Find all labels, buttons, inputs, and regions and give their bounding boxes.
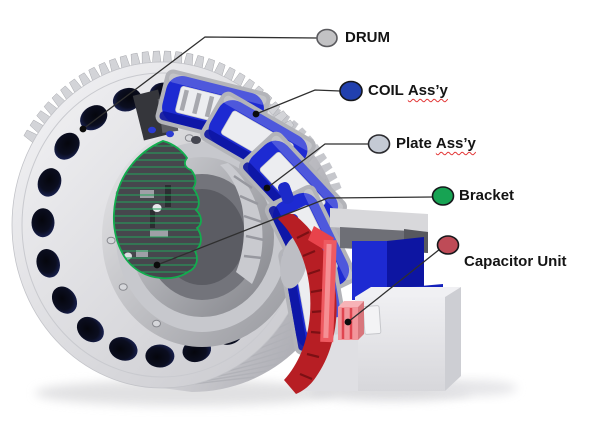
- housing-right-face: [445, 287, 461, 391]
- callout-markers: [316, 28, 460, 255]
- leader-dot-drum: [79, 125, 87, 133]
- leader-dot-coil: [252, 110, 260, 118]
- coil-winding-highlight: [168, 73, 267, 105]
- drum-hole: [36, 249, 60, 278]
- label-text: Bracket: [459, 187, 515, 204]
- callout-label-capacitor: Capacitor Unit: [464, 253, 567, 271]
- helical-groove: [236, 346, 297, 366]
- housing-back-wall: [330, 208, 428, 233]
- callout-label-bracket: Bracket: [459, 187, 514, 205]
- chrome-crescent: [220, 163, 263, 284]
- hub-bolt: [106, 236, 116, 245]
- coil-plate-fin: [204, 95, 215, 118]
- drum-hole: [37, 168, 62, 197]
- red-crescent: [278, 213, 337, 394]
- hub-bolt: [152, 319, 161, 328]
- coil-winding-highlight: [271, 135, 343, 212]
- drum-hole: [51, 286, 78, 314]
- leader-dot-plate: [263, 184, 271, 192]
- drum-hole: [109, 337, 138, 361]
- gear-tooth: [152, 50, 162, 63]
- leader-dot-capacitor: [344, 318, 352, 326]
- label-text-misspelled: Ass’y: [407, 82, 448, 99]
- gear-tooth: [183, 52, 194, 66]
- drum-hole: [145, 344, 175, 368]
- drum-hole: [80, 105, 108, 131]
- drum-bolt-holes: [31, 82, 244, 368]
- leader-bracket: [156, 196, 434, 266]
- drum-hole: [54, 132, 80, 160]
- helical-groove: [200, 370, 267, 383]
- coil-plate-fin: [192, 92, 202, 115]
- red-cut-plate-highlight: [323, 243, 332, 339]
- leader-dot-bracket: [153, 261, 161, 269]
- terminal-tab: [362, 305, 382, 335]
- callout-marker-drum: [316, 28, 338, 48]
- capacitor-side: [358, 301, 364, 340]
- label-text: Plate: [396, 135, 432, 152]
- callout-marker-plate: [367, 134, 391, 154]
- leader-dots: [79, 110, 352, 326]
- label-text: COIL: [368, 82, 404, 99]
- gear-tooth: [162, 50, 172, 63]
- helical-groove: [212, 363, 278, 378]
- inner-chrome-gear: [220, 163, 265, 284]
- red-gear-section: [278, 213, 337, 394]
- housing-top-face: [355, 287, 461, 297]
- leader-coil: [255, 89, 341, 115]
- leader-drum: [82, 36, 318, 130]
- coil-plate-fin: [179, 89, 189, 112]
- chrome-ridges: [233, 174, 265, 260]
- drum-hole: [76, 316, 104, 343]
- callout-label-drum: DRUM: [345, 29, 390, 47]
- drum-hole: [31, 208, 55, 238]
- section-outline: [112, 140, 202, 280]
- helical-groove: [224, 355, 288, 373]
- label-text: Capacitor Unit: [464, 253, 567, 270]
- callout-marker-capacitor: [436, 235, 460, 255]
- label-text-misspelled: Ass’y: [435, 135, 476, 152]
- label-text: DRUM: [345, 29, 390, 46]
- red-gear-grooves: [296, 231, 325, 381]
- drum-hole: [112, 87, 142, 112]
- capacitor-top: [338, 301, 364, 307]
- gear-tooth: [141, 51, 151, 64]
- gear-tooth: [130, 52, 141, 66]
- leader-capacitor: [347, 248, 441, 323]
- hub-bolt: [118, 283, 128, 291]
- coil-winding-highlight: [223, 95, 312, 151]
- leader-lines: [82, 36, 441, 323]
- drum-shadow: [35, 380, 335, 406]
- leader-plate: [266, 143, 369, 189]
- coil-winding-highlight: [303, 188, 354, 281]
- callout-marker-coil: [339, 80, 363, 102]
- callout-marker-bracket: [431, 186, 455, 206]
